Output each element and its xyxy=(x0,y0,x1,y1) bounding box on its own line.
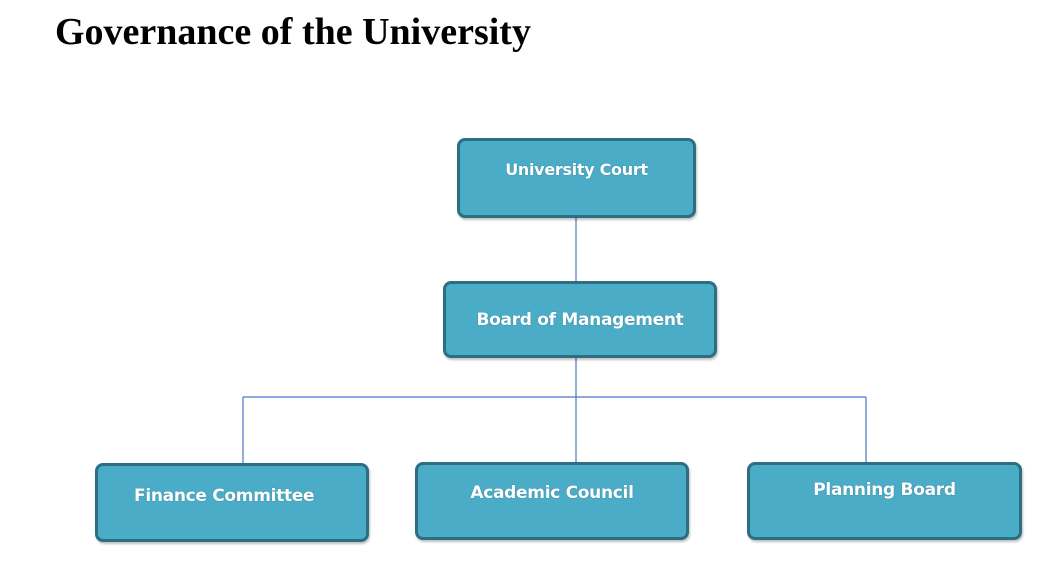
node-academic-council: Academic Council xyxy=(415,462,689,540)
node-label: Planning Board xyxy=(813,480,956,500)
node-planning-board: Planning Board xyxy=(747,462,1022,540)
node-label: Finance Committee xyxy=(134,486,315,506)
page-title: Governance of the University xyxy=(55,11,531,53)
node-university-court: University Court xyxy=(457,138,696,218)
node-label: University Court xyxy=(505,160,648,179)
node-board-of-management: Board of Management xyxy=(443,281,717,358)
node-label: Board of Management xyxy=(476,309,684,330)
node-finance-committee: Finance Committee xyxy=(95,463,369,542)
node-label: Academic Council xyxy=(470,483,634,503)
